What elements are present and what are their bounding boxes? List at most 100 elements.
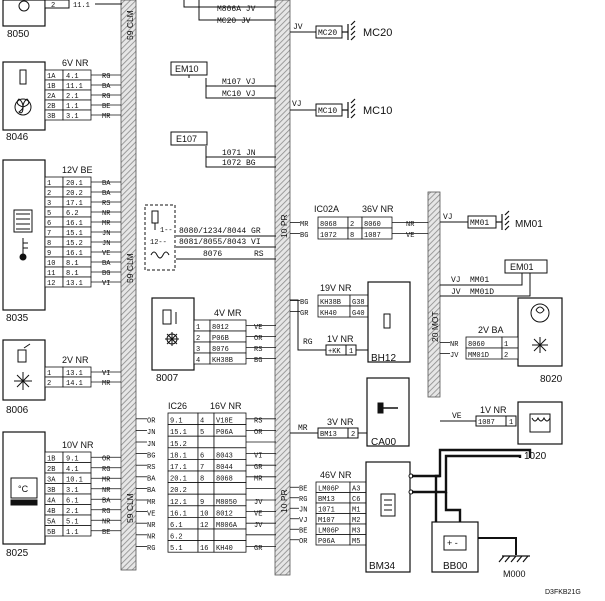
svg-text:11.1: 11.1 (73, 2, 90, 10)
svg-text:MR: MR (298, 424, 308, 433)
pin-number: 9 (200, 499, 204, 507)
harness-label-f: 20 MOT (430, 311, 440, 342)
pin-number: M2 (352, 517, 360, 525)
wire-number: 15.2 (66, 240, 83, 248)
wire-number: 8076 (212, 346, 229, 354)
wire-number: 20.1 (170, 476, 187, 484)
wire-color: JN (102, 230, 110, 238)
wire-color: RG (102, 93, 110, 101)
wire-color: MR (102, 477, 111, 485)
wire-number: 16.1 (66, 250, 83, 258)
temp-sensor-icon: °C (10, 477, 38, 506)
wire-number: 1071 (318, 507, 335, 515)
wire-number: 20.2 (66, 190, 83, 198)
wire-number: 16.1 (66, 220, 83, 228)
battery-cables (412, 448, 532, 522)
wire-mc10: MC10 VJ (222, 90, 256, 99)
wire-number: 15.1 (66, 230, 83, 238)
component-1020: 1020 1V NR VE 1087 1 (440, 401, 563, 462)
connector-header: 2V NR (62, 355, 89, 365)
pin-number: 10 (200, 510, 208, 518)
pin-number: 2 (196, 335, 200, 343)
svg-text:+ -: + - (447, 538, 458, 548)
pin-number: A3 (352, 486, 360, 494)
wire-color: BE (102, 103, 110, 111)
horn-icon (377, 402, 398, 414)
component-code: CA00 (371, 437, 396, 448)
wire-number: 5.1 (66, 519, 79, 527)
wire-color: JV (254, 522, 263, 530)
wire-m107: M107 VJ (222, 78, 256, 87)
pin-number: C6 (352, 496, 360, 504)
wire-color: BA (147, 476, 156, 484)
harness-label-d: 10 PR (279, 214, 289, 238)
em10-box: EM10 (175, 64, 199, 74)
wire-color: BE (102, 529, 110, 537)
connector-header: 10V NR (62, 440, 94, 450)
pin-number: 6 (200, 452, 204, 460)
wire-number: P06B (212, 335, 229, 343)
battery-icon (443, 535, 467, 551)
pin-number: 9 (47, 250, 51, 258)
component-code: 8006 (6, 405, 29, 416)
mc20-label: MC20 (363, 27, 392, 39)
svg-text:VJ: VJ (443, 213, 453, 222)
pin-number: 1B (47, 456, 55, 464)
wire-number: 2.1 (66, 508, 79, 516)
wire-number: 8.1 (66, 270, 79, 278)
pin-number: M5 (352, 538, 360, 546)
pin-number: 3B (47, 113, 55, 121)
e107-box: E107 (176, 134, 197, 144)
connector-header: 3V NR (327, 417, 354, 427)
pin-number: 2A (47, 93, 56, 101)
wire-color: NR (450, 341, 459, 349)
svg-text:VE: VE (452, 412, 462, 421)
wire-number: 14.1 (66, 380, 83, 388)
ecu-thermometer-icon (13, 209, 33, 261)
component-code: 8035 (6, 313, 29, 324)
wire-color: BA (147, 487, 156, 495)
wire-number: 15.2 (170, 441, 187, 449)
wire-number: 8060 (468, 341, 485, 349)
wire-color: BG (300, 299, 308, 307)
wire-color: BG (147, 452, 155, 460)
svg-text:+KK: +KK (328, 348, 341, 356)
connector-header: 6V NR (62, 58, 89, 68)
wire-color: NR (406, 221, 415, 229)
harness-bars (120, 0, 441, 576)
wire-1071: 1071 JN (222, 149, 256, 158)
wire-color: RS (147, 464, 155, 472)
pin-number: 3 (47, 200, 51, 208)
mm01-label: MM01 (515, 219, 543, 230)
pin-number: 1B (47, 83, 55, 91)
m000-label: M000 (503, 569, 526, 579)
pin-number: M3 (352, 528, 360, 536)
wire-color: RG (102, 466, 110, 474)
ground-icon (498, 555, 530, 563)
pin-number: 5A (47, 519, 56, 527)
wire-number: M107 (318, 517, 335, 525)
pin-number: 7 (200, 464, 204, 472)
wire-number: KH38B (212, 357, 233, 365)
pin-number: 4A (47, 498, 56, 506)
wire-number: 6.1 (66, 498, 79, 506)
pin-number: 5 (47, 210, 51, 218)
pin-number: 16 (200, 545, 208, 553)
em01-box: EM01 (510, 262, 534, 272)
pin-number: 4B (47, 508, 55, 516)
pin-number: 3B (47, 487, 55, 495)
wire-color: VE (102, 250, 110, 258)
